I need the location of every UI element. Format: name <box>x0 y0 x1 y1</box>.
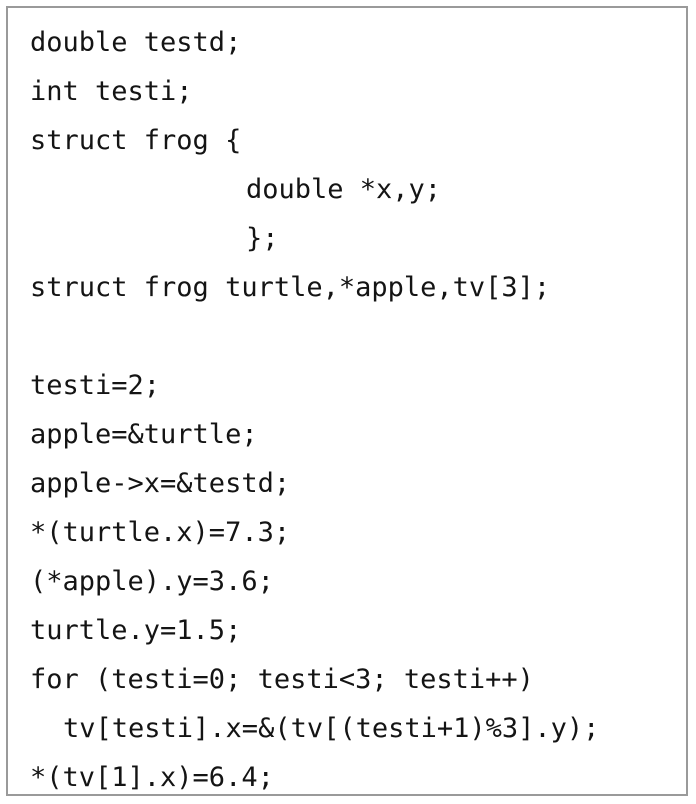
code-line-1: double testd; <box>30 27 242 58</box>
code-line-14: for (testi=0; testi<3; testi++) <box>30 664 534 695</box>
code-line-2: int testi; <box>30 76 193 107</box>
code-line-3: struct frog { <box>30 125 242 156</box>
code-line-5: }; <box>246 223 279 254</box>
code-line-9: apple=&turtle; <box>30 419 258 450</box>
code-line-6: struct frog turtle,*apple,tv[3]; <box>30 272 551 303</box>
code-line-12: (*apple).y=3.6; <box>30 566 274 597</box>
code-line-10: apple->x=&testd; <box>30 468 291 499</box>
code-line-16: *(tv[1].x)=6.4; <box>30 762 274 793</box>
code-line-15: tv[testi].x=&(tv[(testi+1)%3].y); <box>63 713 600 744</box>
code-line-4: double *x,y; <box>246 174 442 205</box>
code-line-blank <box>30 312 599 361</box>
code-frame: double testd; int testi; struct frog { d… <box>6 6 688 796</box>
code-line-11: *(turtle.x)=7.3; <box>30 517 291 548</box>
code-line-13: turtle.y=1.5; <box>30 615 242 646</box>
code-listing: double testd; int testi; struct frog { d… <box>30 18 599 802</box>
code-line-8: testi=2; <box>30 370 161 401</box>
